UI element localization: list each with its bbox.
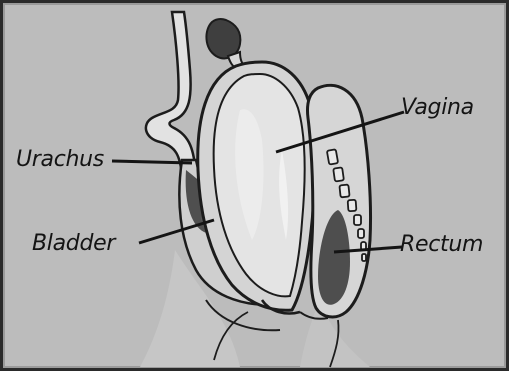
urachus-leader-line bbox=[112, 161, 192, 163]
uterus-fundus bbox=[206, 19, 240, 58]
label-vagina: Vagina bbox=[401, 96, 474, 120]
label-rectum: Rectum bbox=[400, 233, 483, 257]
label-urachus: Urachus bbox=[16, 148, 104, 172]
label-bladder: Bladder bbox=[32, 232, 115, 256]
